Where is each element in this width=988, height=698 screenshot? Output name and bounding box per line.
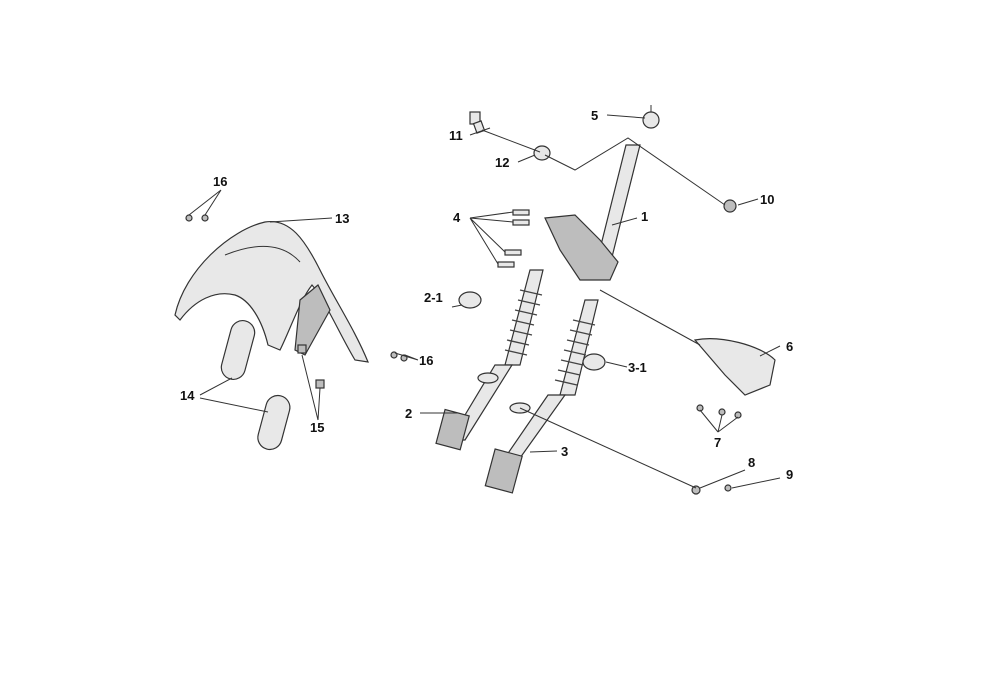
leader-lines	[188, 114, 781, 489]
bolt-shank	[472, 120, 486, 134]
callout-16-top: 16	[213, 174, 227, 189]
nut	[533, 145, 551, 161]
bracket	[693, 338, 776, 396]
callout-13: 13	[335, 211, 349, 226]
ring	[458, 291, 482, 309]
reflector-lower	[257, 394, 291, 451]
clip	[297, 344, 307, 354]
callout-9: 9	[786, 467, 793, 482]
reflector-upper	[220, 320, 256, 380]
callout-5: 5	[591, 108, 598, 123]
callout-3-1: 3-1	[628, 360, 647, 375]
screw	[201, 214, 209, 222]
callout-3: 3	[561, 444, 568, 459]
callout-2: 2	[405, 406, 412, 421]
right-fork	[484, 299, 599, 494]
bolts	[497, 209, 530, 268]
nut	[724, 484, 732, 492]
callout-2-1: 2-1	[424, 290, 443, 305]
left-fork	[435, 269, 544, 451]
callout-1: 1	[641, 209, 648, 224]
bolt	[696, 404, 704, 412]
callout-12: 12	[495, 155, 509, 170]
front-fender	[174, 220, 369, 363]
bolt	[718, 408, 726, 416]
bolt	[691, 485, 701, 495]
callout-15: 15	[310, 420, 324, 435]
callout-11: 11	[449, 128, 463, 143]
callout-16-right: 16	[419, 353, 433, 368]
callout-6: 6	[786, 339, 793, 354]
nut	[723, 199, 737, 213]
screw	[185, 214, 193, 222]
clip	[315, 379, 325, 389]
callout-7: 7	[714, 435, 721, 450]
ring	[582, 353, 606, 371]
bolt	[734, 411, 742, 419]
steering-stem	[544, 105, 660, 281]
callout-8: 8	[748, 455, 755, 470]
callout-4: 4	[453, 210, 461, 225]
callout-10: 10	[760, 192, 774, 207]
callout-14: 14	[180, 388, 195, 403]
